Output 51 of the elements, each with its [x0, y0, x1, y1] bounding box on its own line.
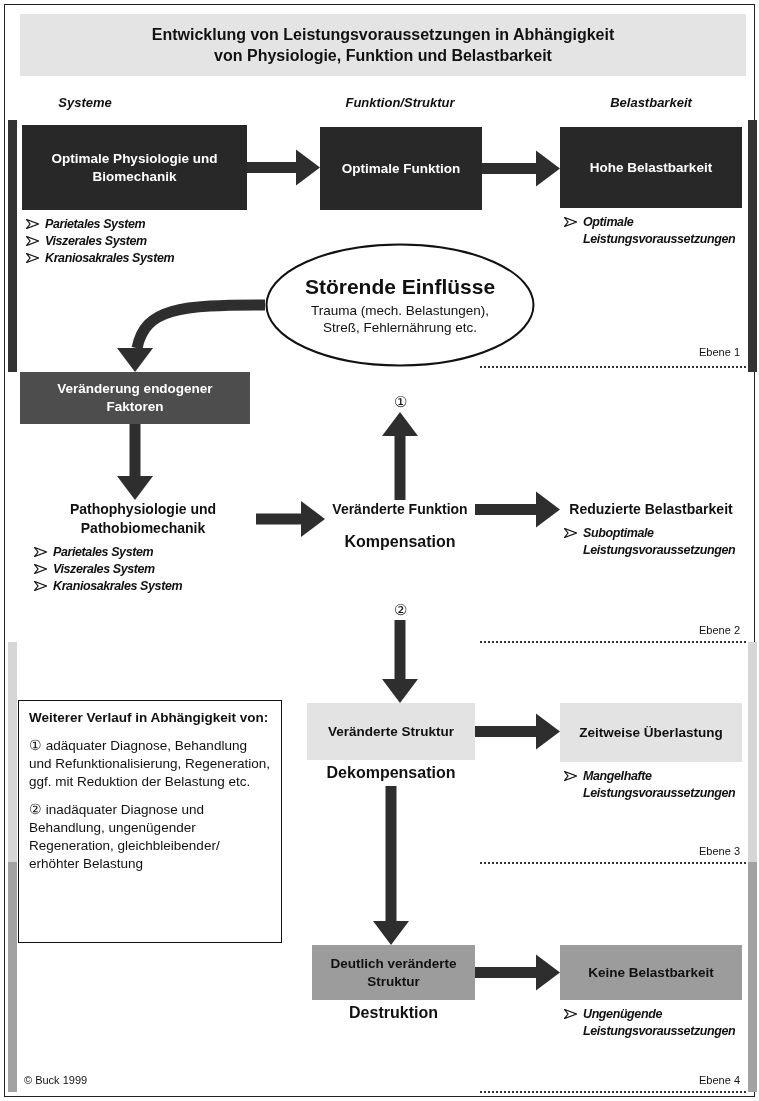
- column-header: Systeme: [57, 95, 113, 110]
- block-arrow: [372, 786, 410, 945]
- node-title: Reduzierte Belastbarkeit: [568, 500, 734, 519]
- list-item: Kraniosakrales System: [53, 578, 183, 595]
- note-heading: Weiterer Verlauf in Abhängigkeit von:: [29, 709, 270, 727]
- list-item: Kraniosakrales System: [45, 250, 175, 267]
- block-arrow: [247, 149, 320, 186]
- ellipse-heading: Störende Einflüsse: [304, 274, 496, 300]
- block-arrow: [381, 620, 419, 703]
- list-item: Viszerales System: [53, 561, 155, 578]
- block-arrow: [256, 500, 325, 538]
- list-item: Optimale Leistungsvoraussetzungen: [583, 214, 737, 248]
- level-label: Ebene 2: [698, 624, 740, 636]
- process-box: Veränderung endogener Faktoren: [20, 372, 250, 424]
- node-title: Pathophysiologie und Pathobiomechanik: [68, 500, 218, 538]
- block-arrow: [116, 424, 154, 500]
- stage-label: Dekompensation: [325, 764, 457, 782]
- level-label: Ebene 4: [698, 1074, 740, 1086]
- process-box: Veränderte Struktur: [307, 703, 475, 760]
- ellipse-text: Trauma (mech. Belastungen), Streß, Fehlernährung etc.: [309, 302, 491, 336]
- list-item: Parietales System: [53, 544, 154, 561]
- column-header: Funktion/Struktur: [344, 95, 456, 110]
- list-item: Mangelhafte Leistungsvoraussetzungen: [583, 768, 737, 802]
- stage-label: Destruktion: [348, 1004, 439, 1022]
- process-box: Optimale Funktion: [320, 127, 482, 210]
- column-header: Belastbarkeit: [609, 95, 694, 110]
- level-label: Ebene 3: [698, 845, 740, 857]
- process-box: Hohe Belastbarkeit: [560, 127, 742, 208]
- process-box: Optimale Physiologie und Biomechanik: [22, 125, 247, 210]
- list-item: Parietales System: [45, 216, 146, 233]
- diagram-title: Entwicklung von Leistungsvoraussetzungen in Abhängigkeit von Physiologie, Funktion und Belastbarkeit: [150, 25, 616, 66]
- list-item: Viszerales System: [45, 233, 147, 250]
- process-box: Zeitweise Überlastung: [560, 703, 742, 762]
- block-arrow: [117, 299, 265, 373]
- block-arrow: [475, 491, 560, 528]
- circled-number: ②: [392, 600, 408, 620]
- level-label: Ebene 1: [698, 346, 740, 358]
- process-box: Keine Belastbarkeit: [560, 945, 742, 1000]
- process-box: Deutlich veränderte Struktur: [312, 945, 475, 1000]
- block-arrow: [381, 412, 419, 500]
- circled-number: ①: [392, 392, 408, 412]
- list-item: Suboptimale Leistungsvoraussetzungen: [583, 525, 737, 559]
- block-arrow: [475, 713, 560, 750]
- note-text: ① adäquater Diagnose, Behandlung und Refunktionalisierung, Regeneration, ggf. mit Reduktion der Belastung etc.: [29, 737, 271, 791]
- stage-label: Kompensation: [343, 533, 457, 551]
- block-arrow: [482, 150, 560, 187]
- note-text: ② inadäquater Diagnose und Behandlung, ungenügender Regeneration, gleichbleibender/ erhöhter Belastung: [29, 801, 221, 873]
- node-title: Veränderte Funktion: [331, 500, 469, 519]
- block-arrow: [475, 954, 560, 991]
- list-item: Ungenügende Leistungsvoraussetzungen: [583, 1006, 737, 1040]
- copyright-note: © Buck 1999: [24, 1074, 89, 1086]
